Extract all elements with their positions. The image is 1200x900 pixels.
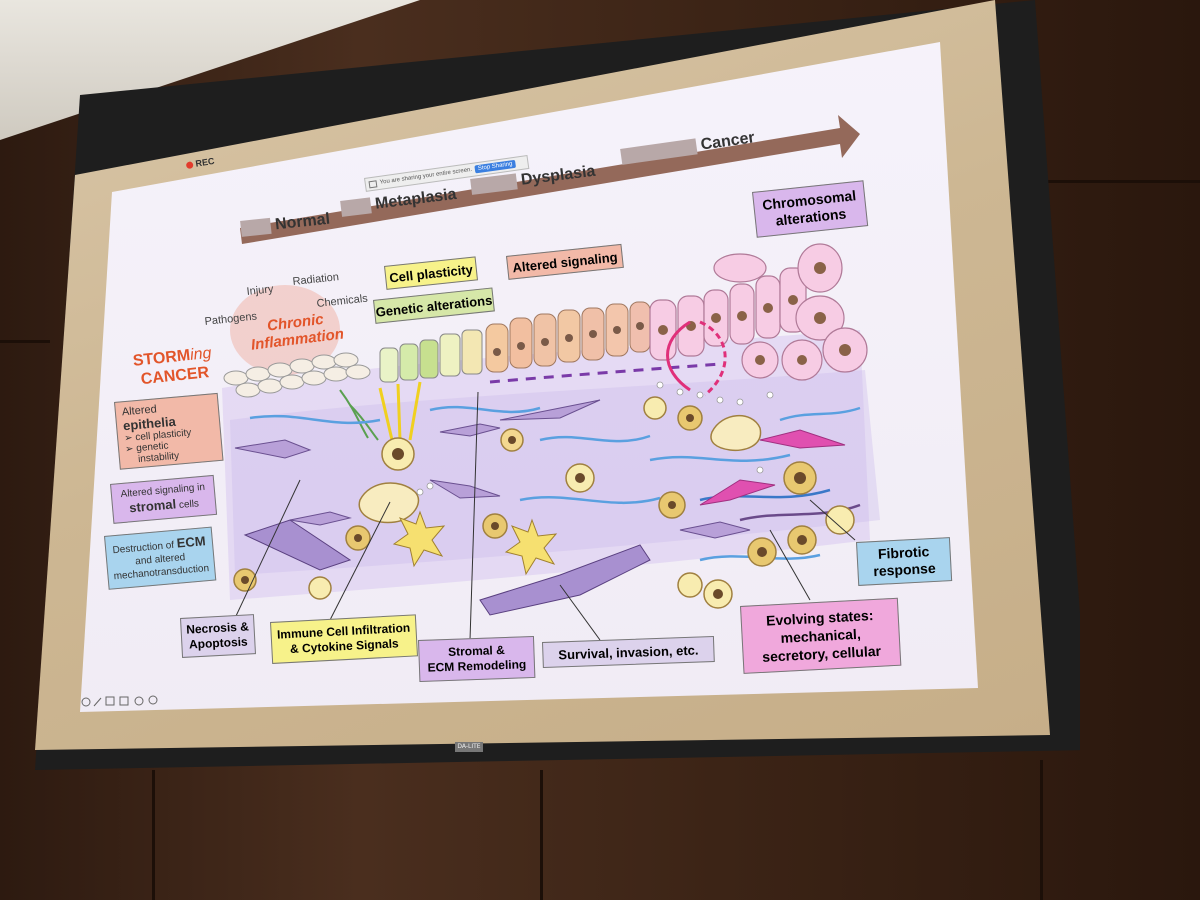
normal-cells xyxy=(223,352,371,398)
ing-text: ing xyxy=(189,344,213,364)
slide-toolbar xyxy=(81,695,158,707)
green-arrows xyxy=(339,389,379,441)
cell-nuclei xyxy=(493,322,644,356)
evolving-states-box: Evolving states: mechanical, secretory, … xyxy=(740,597,902,674)
immune-cells xyxy=(233,396,855,609)
altered-epithelia-box: Altered epithelia ➢ cell plasticity ➢ ge… xyxy=(114,392,224,470)
cancer-nuclei xyxy=(658,262,851,365)
inflammation-glow xyxy=(230,285,340,375)
progression-arrow xyxy=(240,115,860,244)
basement-membrane xyxy=(489,362,721,384)
wall-seam xyxy=(1040,760,1043,900)
stage-bar xyxy=(240,217,272,237)
fibrotic-line2: response xyxy=(873,559,937,580)
projector-logo: DA-LITE xyxy=(455,742,483,752)
wall-seam xyxy=(1040,180,1200,183)
wall-seam xyxy=(0,340,50,343)
metaplasia-cells xyxy=(379,329,483,383)
cell-plasticity-label: Cell plasticity xyxy=(388,261,474,285)
ecm-destruction-box: Destruction of ECM and altered mechanotr… xyxy=(104,526,217,590)
macrophage xyxy=(710,414,762,452)
leader-lines xyxy=(235,391,856,641)
immune-infiltration-box: Immune Cell Infiltration & Cytokine Sign… xyxy=(270,614,418,664)
stage-bar xyxy=(340,197,372,217)
vesicles xyxy=(416,381,774,496)
invasion-arrow xyxy=(666,320,691,392)
dendritic-cell xyxy=(392,510,446,568)
myofibroblast-bundle xyxy=(243,519,651,616)
necrosis-apoptosis-box: Necrosis & Apoptosis xyxy=(180,614,256,658)
macrophage xyxy=(358,482,420,524)
wall-seam xyxy=(540,770,543,900)
necrosis-line2: Apoptosis xyxy=(188,634,249,652)
activated-fibroblasts xyxy=(699,429,846,506)
fibrotic-response-box: Fibrotic response xyxy=(856,537,953,586)
stromal-strong: stromal xyxy=(128,496,177,516)
stromal-remodel-line2: ECM Remodeling xyxy=(427,657,527,675)
invasion-arrow xyxy=(699,320,727,397)
ecm-line3: mechanotransduction xyxy=(113,562,210,582)
stromal-suffix: cells xyxy=(175,498,200,512)
ecm-strong: ECM xyxy=(176,532,207,551)
cytokine-arrows xyxy=(378,381,422,441)
survival-label: Survival, invasion, etc. xyxy=(558,642,699,662)
wall-seam xyxy=(152,770,155,900)
dendritic-cell xyxy=(504,518,558,576)
fibroblasts xyxy=(234,399,751,539)
immune-nuclei xyxy=(241,414,807,599)
stromal-ecm-remodeling-box: Stromal & ECM Remodeling xyxy=(418,635,536,682)
evolving-line3: secretory, cellular xyxy=(761,642,882,665)
